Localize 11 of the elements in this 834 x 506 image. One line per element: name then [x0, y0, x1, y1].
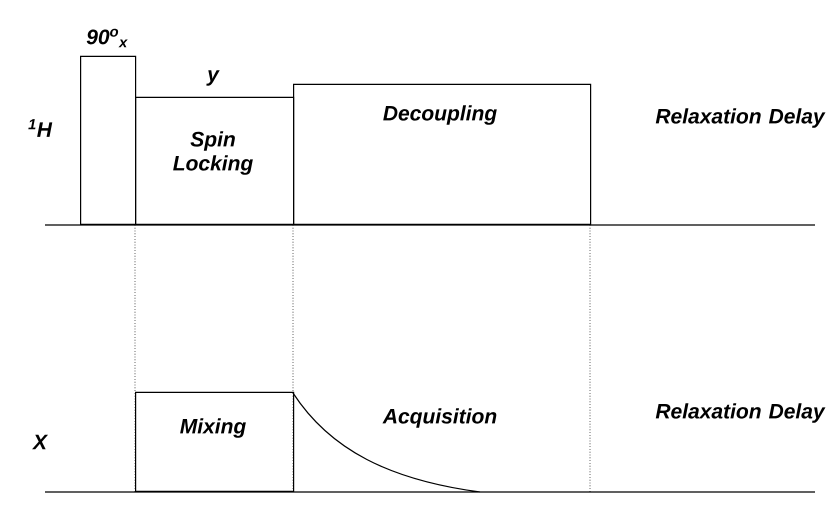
acquisition-label: Acquisition — [382, 408, 496, 428]
channel-label: $^{1}$H — [28, 119, 52, 137]
delay-label: Relaxation Delay — [656, 108, 826, 128]
pulse-box: Mixing — [135, 392, 294, 492]
node-label: y — [206, 70, 220, 86]
pulse-box: Decoupling — [293, 84, 592, 225]
channel-label: X — [32, 434, 48, 450]
delay-label: Relaxation Delay — [656, 403, 826, 423]
pulse-box: 90$^{o}$x — [80, 28, 136, 225]
pulse-box: y Spin Locking — [135, 70, 294, 225]
node-label: 90$^{o}$x — [86, 28, 128, 48]
